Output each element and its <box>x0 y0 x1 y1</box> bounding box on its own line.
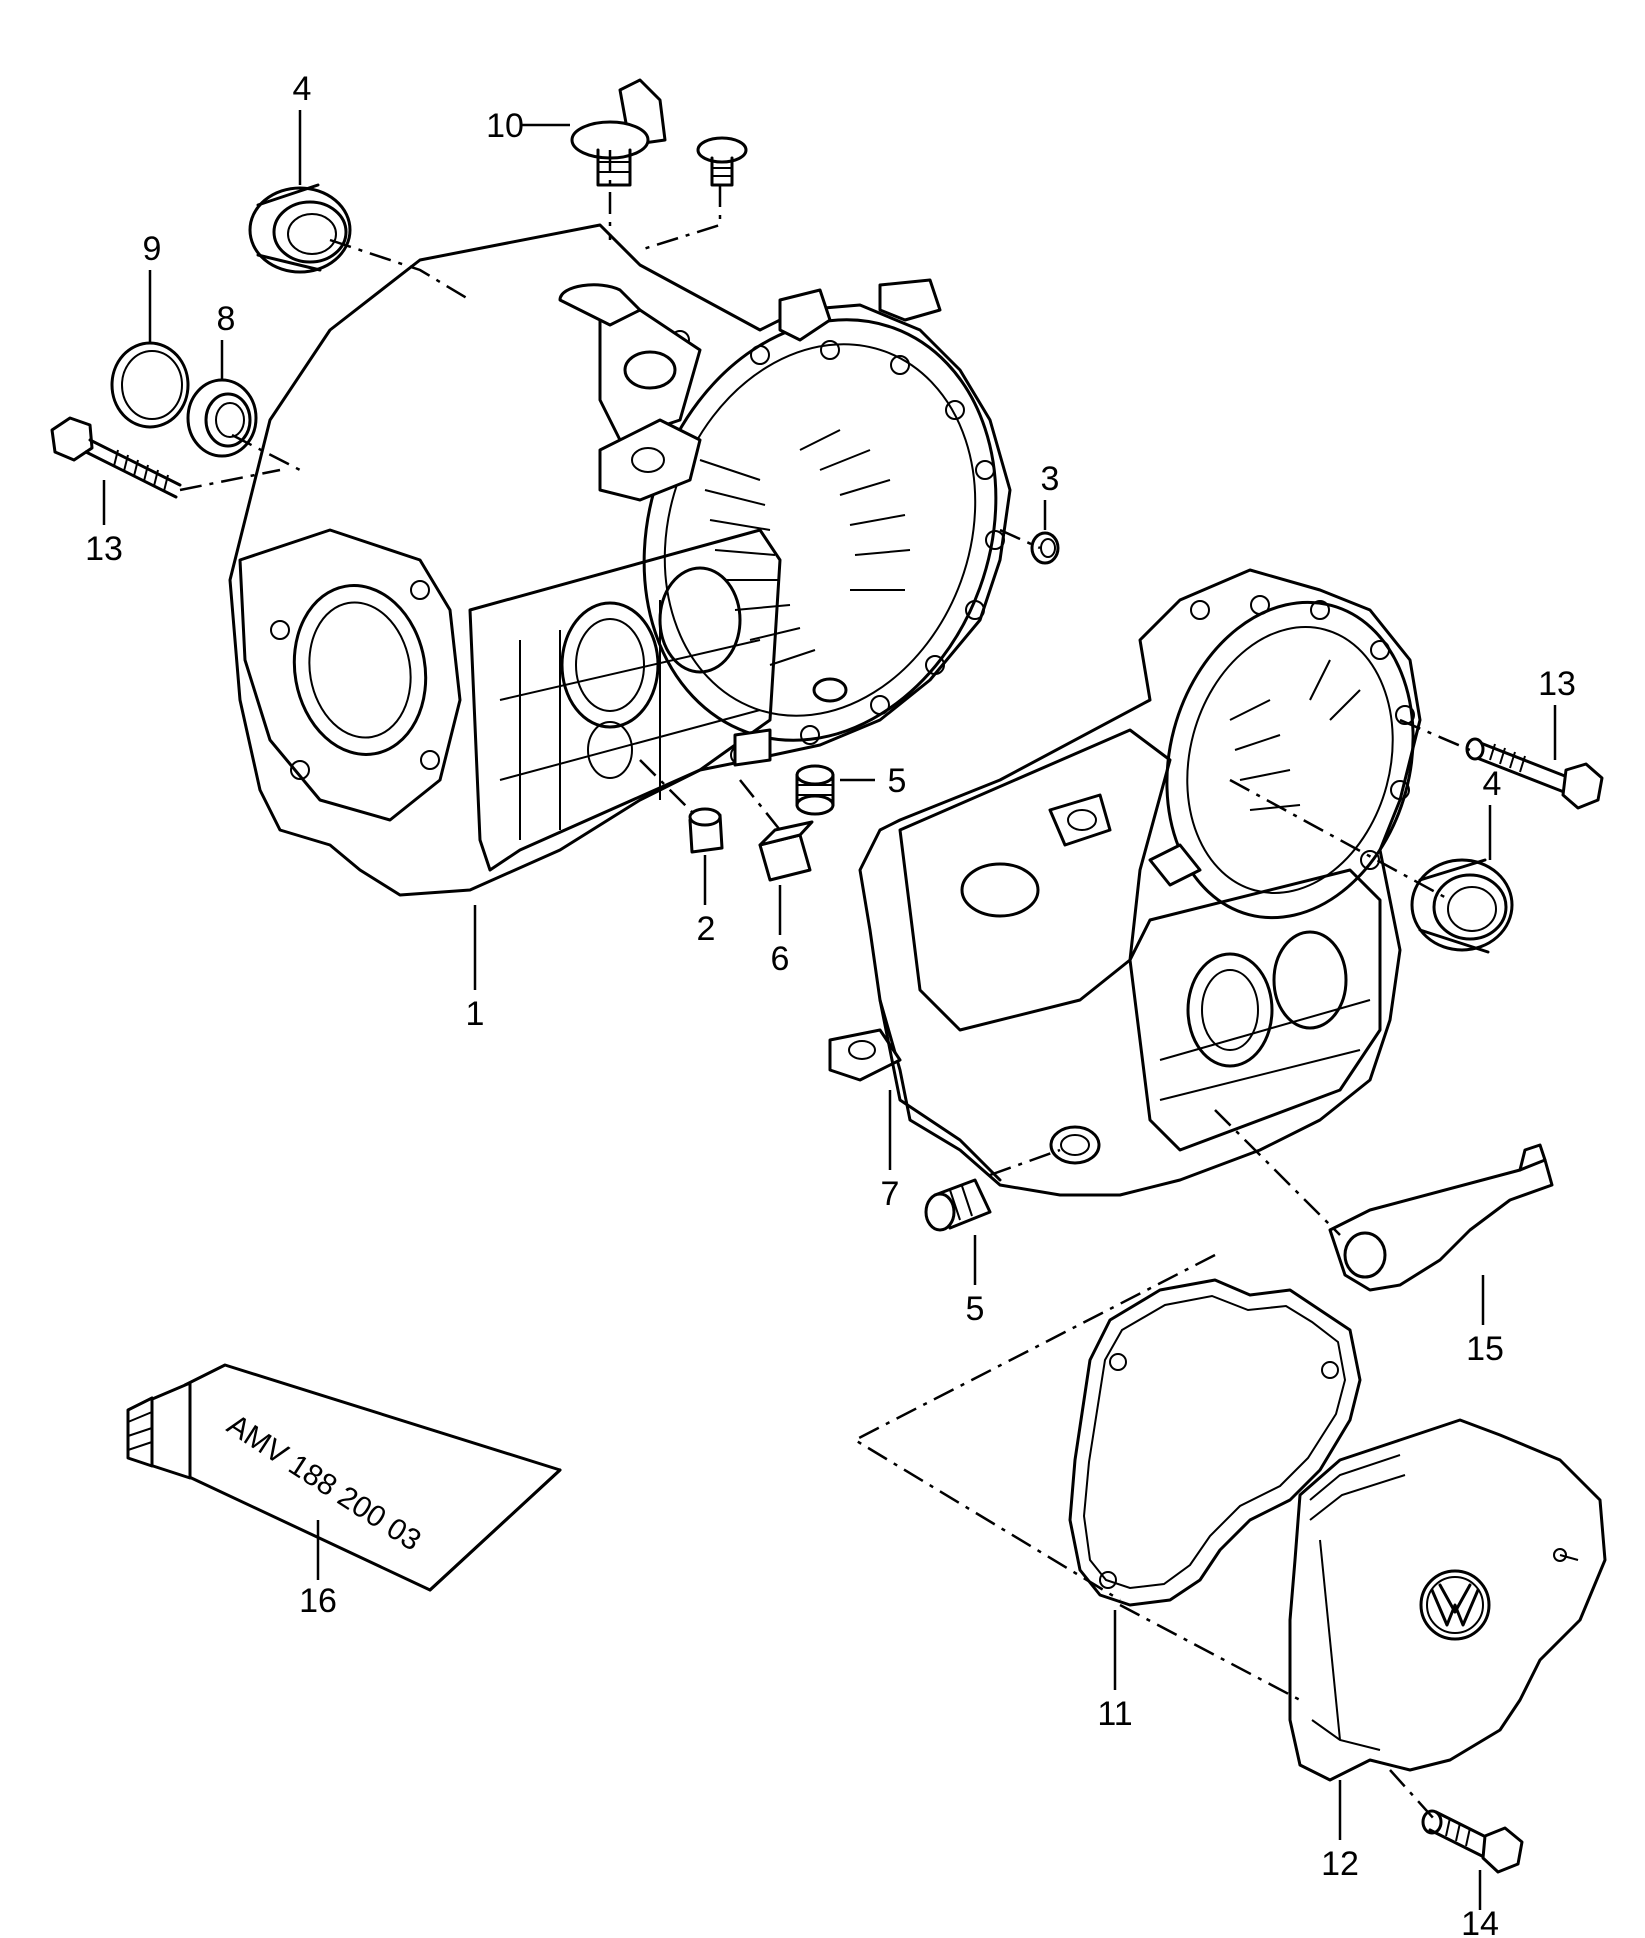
callout-15: 15 <box>1466 1330 1504 1368</box>
bolt-13-right <box>1465 737 1604 810</box>
callout-1: 1 <box>466 995 485 1033</box>
bracket-15 <box>1328 1143 1554 1292</box>
small-screw <box>696 136 748 187</box>
callout-3: 3 <box>1041 460 1060 498</box>
bolt-14 <box>1421 1809 1524 1874</box>
cover-12 <box>1288 1418 1607 1782</box>
block-6 <box>758 820 814 882</box>
callout-4-right: 4 <box>1483 765 1502 803</box>
o-ring-9 <box>110 341 190 429</box>
bearing-8 <box>186 378 258 458</box>
bush-3 <box>1030 531 1060 565</box>
callout-5-upper: 5 <box>888 762 907 800</box>
oil-seal-4-top <box>248 183 352 274</box>
callout-12: 12 <box>1321 1845 1359 1883</box>
callout-11: 11 <box>1097 1695 1132 1733</box>
gearbox-housing-front <box>228 223 1012 897</box>
callout-2: 2 <box>697 910 716 948</box>
callout-9: 9 <box>143 230 162 268</box>
callout-numbers: 4 9 8 10 13 3 5 2 6 1 7 5 13 4 15 11 12 … <box>85 70 1576 1938</box>
callout-6: 6 <box>771 940 790 978</box>
callout-4-top: 4 <box>293 70 312 108</box>
sealant-tube-16: AMV 188 200 03 <box>126 1363 562 1592</box>
callout-16: 16 <box>299 1582 337 1620</box>
callout-14: 14 <box>1461 1905 1499 1938</box>
callout-10: 10 <box>486 107 524 145</box>
callout-8: 8 <box>217 300 236 338</box>
bolt-13-left <box>50 416 182 499</box>
callout-13-right: 13 <box>1538 665 1576 703</box>
assembly-lines <box>179 150 1471 1821</box>
filler-plug-10 <box>570 78 667 187</box>
callout-13-left: 13 <box>85 530 123 568</box>
plug-5-upper <box>795 764 835 816</box>
callout-7: 7 <box>881 1175 900 1213</box>
sleeve-2 <box>688 807 724 854</box>
oil-seal-4-right <box>1410 858 1514 954</box>
callout-5-lower: 5 <box>966 1290 985 1328</box>
plug-5-lower <box>924 1178 992 1232</box>
leader-lines <box>102 110 1557 1910</box>
